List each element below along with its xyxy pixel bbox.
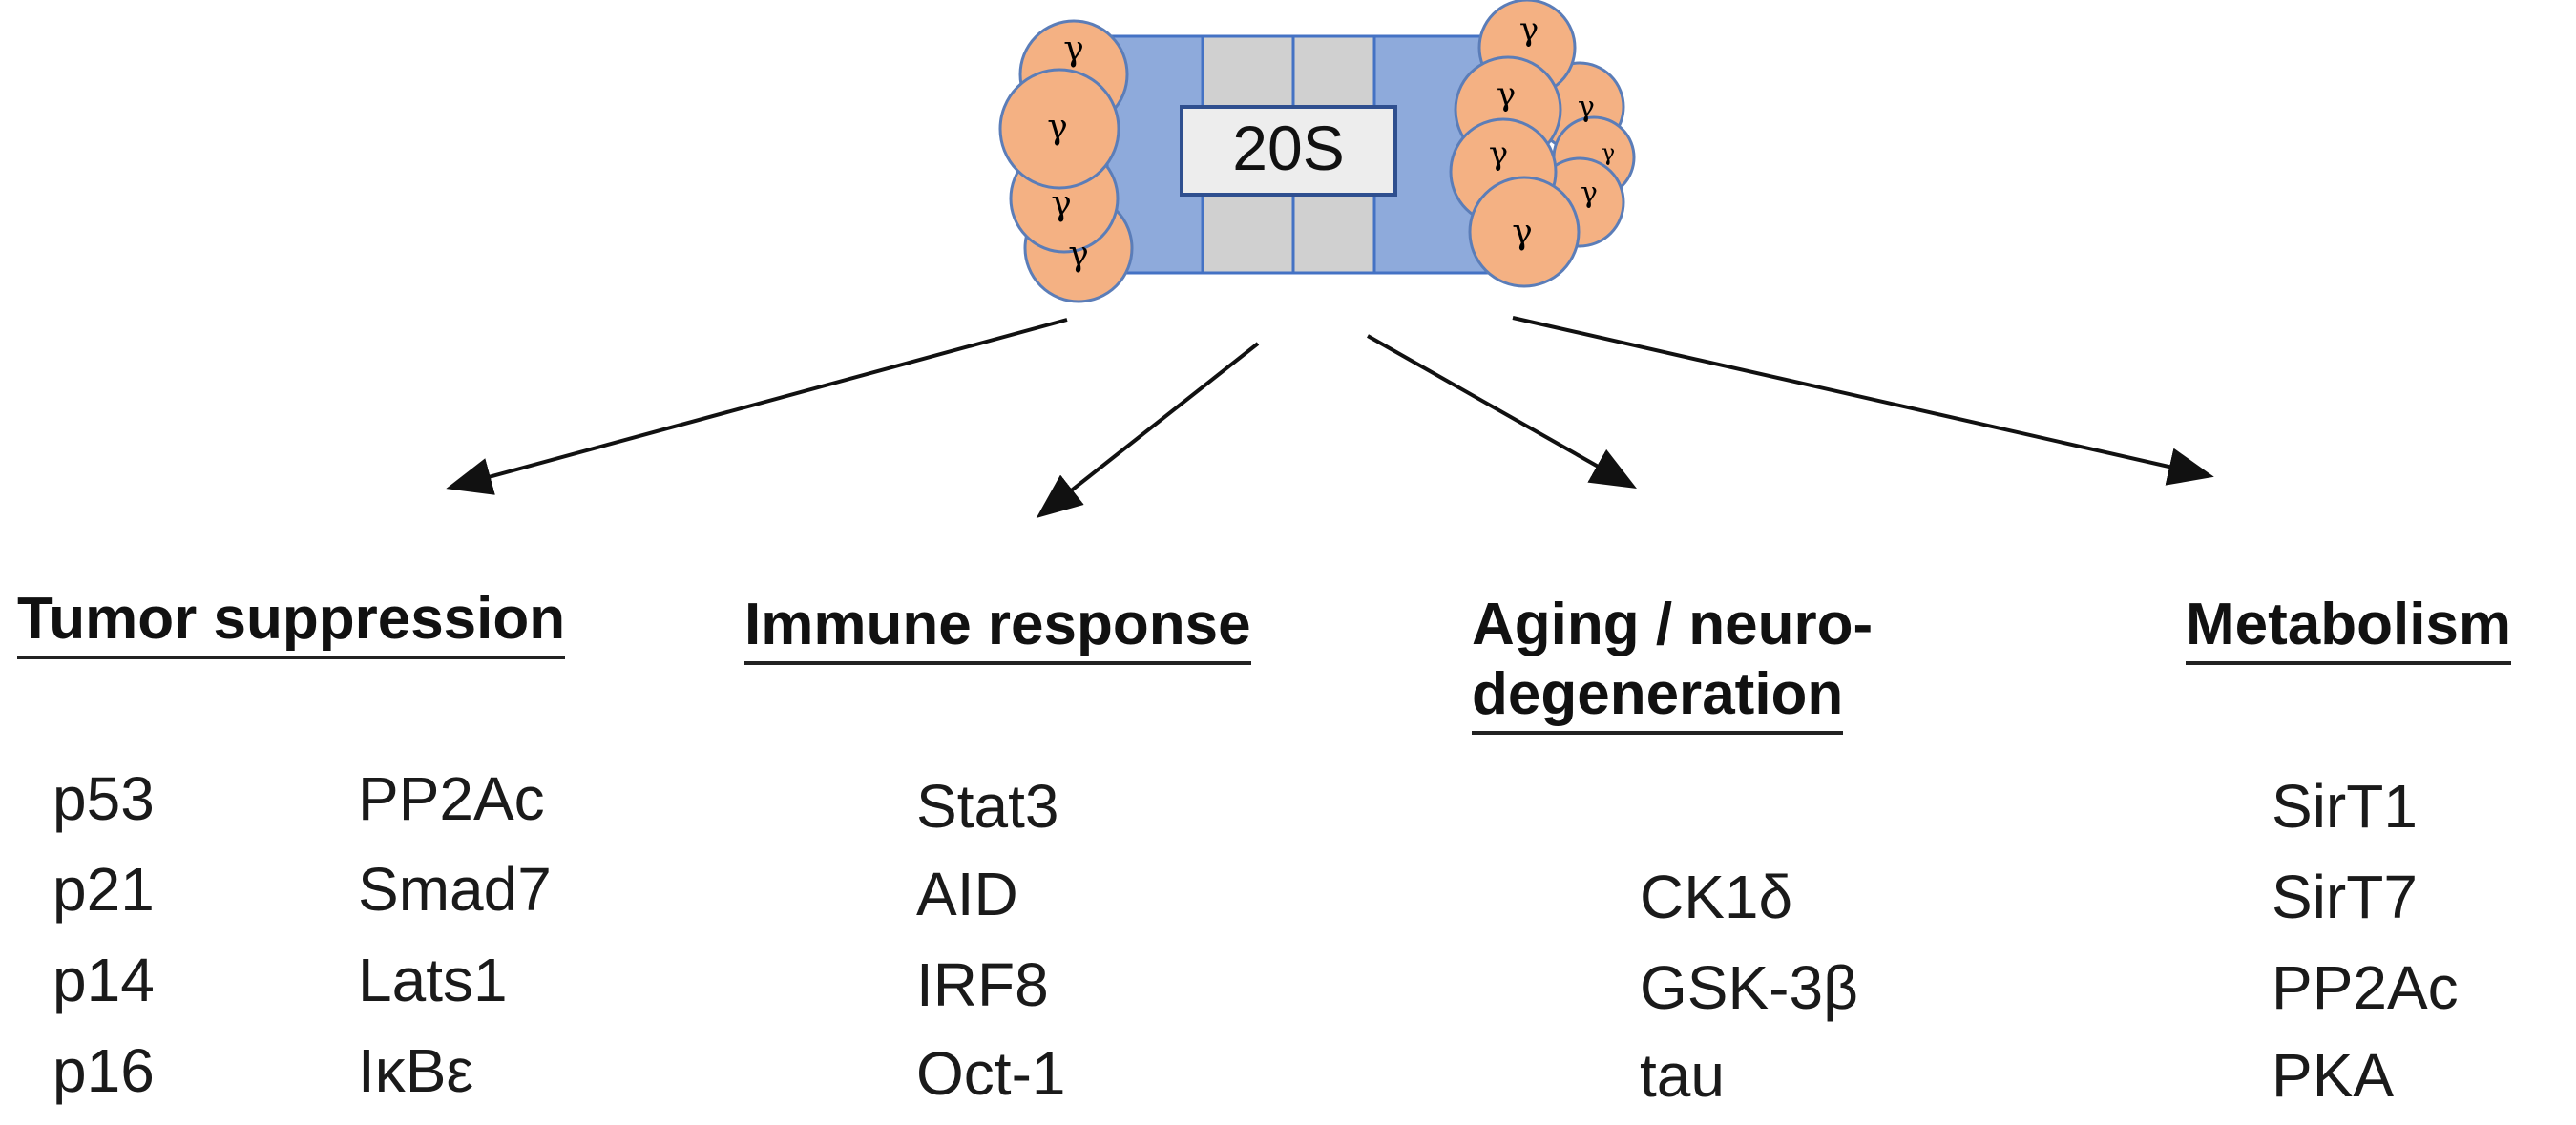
arrow-to-tumor-suppression: [446, 318, 1068, 495]
list-item: p14: [52, 946, 155, 1014]
list-item: IκBε: [358, 1036, 473, 1105]
list-item: GSK-3β: [1640, 953, 1858, 1022]
list-item: p53: [52, 764, 155, 833]
arrows: [446, 316, 2214, 518]
list-item: tau: [1640, 1041, 1725, 1110]
list-item: Lats1: [358, 946, 508, 1014]
list-item: AID: [916, 860, 1018, 928]
list-item: IRF8: [916, 950, 1049, 1019]
list-item: p16: [52, 1036, 155, 1105]
gamma-subunit: [1468, 176, 1581, 288]
list-item: Stat3: [916, 772, 1059, 841]
heading-aging-neurodegeneration: Aging / neuro- degeneration: [1472, 590, 1873, 736]
arrow-to-metabolism: [1512, 316, 2214, 486]
list-item: SirT7: [2272, 863, 2418, 931]
arrow-to-aging: [1367, 334, 1637, 489]
list-item: PP2Ac: [358, 764, 545, 833]
gamma-label: γ: [1051, 184, 1072, 223]
list-item: SirT1: [2272, 772, 2418, 841]
list-item: PKA: [2272, 1041, 2395, 1110]
gamma-label: γ: [1047, 108, 1068, 147]
gamma-label: γ: [1581, 177, 1598, 210]
proteasome-label: 20S: [1232, 113, 1344, 183]
gamma-label: γ: [1578, 91, 1595, 124]
gamma-label: γ: [1489, 135, 1508, 173]
proteasome-20s: 20S: [1105, 34, 1491, 275]
gamma-label: γ: [1068, 235, 1089, 274]
proteasome-label-box: [1180, 105, 1397, 197]
arrow-to-immune-response: [1036, 342, 1260, 518]
gamma-label: γ: [1602, 139, 1615, 166]
heading-immune-response: Immune response: [744, 590, 1251, 666]
pa28-gamma-cap-left: γ γ γ γ: [998, 19, 1134, 303]
heading-tumor-suppression: Tumor suppression: [17, 584, 566, 660]
list-item: p21: [52, 855, 155, 924]
list-item: Oct-1: [916, 1039, 1066, 1108]
pa28-gamma-cap-right: γ γ γ γ γ γ γ: [1449, 0, 1636, 288]
gamma-subunit: [998, 68, 1120, 190]
gamma-label: γ: [1063, 30, 1084, 69]
gamma-label: γ: [1512, 213, 1533, 252]
gamma-label: γ: [1519, 10, 1539, 49]
list-item: CK1δ: [1640, 863, 1793, 931]
heading-metabolism: Metabolism: [2186, 590, 2512, 666]
gamma-label: γ: [1497, 75, 1516, 114]
list-item: Smad7: [358, 855, 552, 924]
list-item: PP2Ac: [2272, 953, 2459, 1022]
